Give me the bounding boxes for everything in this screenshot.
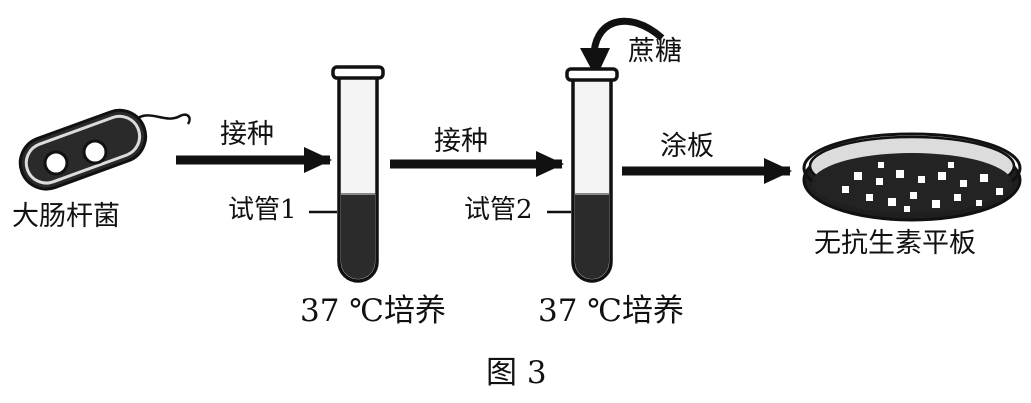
tube-1-label: 试管1 [228,195,297,225]
spread-label: 涂板 [660,131,714,162]
culture-1-label: 37 ℃培养 [300,293,446,329]
bacterial-colonies [842,162,1003,212]
sucrose-label: 蔗糖 [628,36,682,67]
tube-2-label: 试管2 [464,195,533,225]
bacterium-label: 大肠杆菌 [12,201,120,232]
test-tube-icon [331,65,385,283]
inoculate-2-label: 接种 [434,126,488,157]
arrow-sucrose [580,17,665,78]
culture-2-label: 37 ℃培养 [538,293,684,329]
test-tube-icon [565,67,619,283]
inoculate-1-label: 接种 [220,119,274,150]
bacterium-icon [18,108,191,191]
petri-dish-icon [802,132,1022,222]
plate-label: 无抗生素平板 [814,228,976,259]
figure-caption: 图 3 [486,355,547,391]
